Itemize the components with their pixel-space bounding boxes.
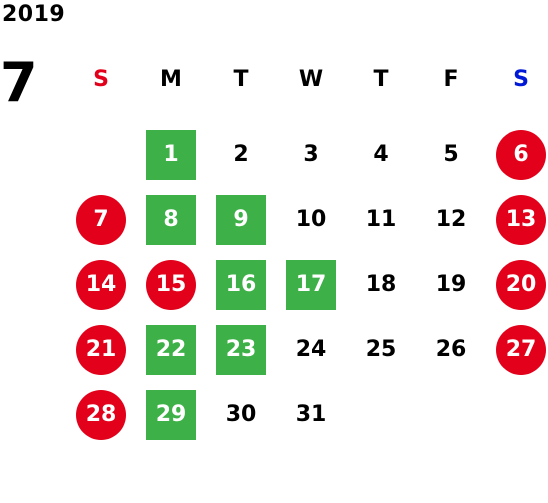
day-number: 21 — [76, 324, 126, 375]
weekday-header-row: S M T W T F S — [66, 58, 548, 102]
day-number: 20 — [496, 259, 546, 310]
day-number: 13 — [496, 194, 546, 245]
day-number: 3 — [303, 142, 319, 167]
day-cell: 21 — [66, 317, 136, 382]
day-number: 12 — [435, 207, 467, 232]
day-cell: 15 — [136, 252, 206, 317]
weekday-sunday: S — [93, 67, 109, 92]
day-number: 7 — [76, 194, 126, 245]
weekday-tuesday: T — [233, 67, 249, 92]
day-number: 23 — [216, 324, 266, 375]
day-number — [496, 390, 546, 440]
day-number: 11 — [365, 207, 397, 232]
day-number: 17 — [286, 259, 336, 310]
day-number: 27 — [496, 324, 546, 375]
day-cell: 1 — [136, 122, 206, 187]
weekday-friday: F — [443, 67, 459, 92]
day-number: 28 — [76, 389, 126, 440]
day-cell: 4 — [346, 122, 416, 187]
day-cell: 18 — [346, 252, 416, 317]
day-number — [426, 390, 476, 440]
calendar-week: 1 2 3 4 5 6 — [66, 122, 548, 187]
calendar-week: 7 8 9 10 11 12 13 — [66, 187, 548, 252]
day-cell: 28 — [66, 382, 136, 447]
day-number — [356, 390, 406, 440]
weekday-saturday: S — [513, 67, 529, 92]
day-cell: 10 — [276, 187, 346, 252]
day-number: 18 — [365, 272, 397, 297]
day-number — [76, 130, 126, 180]
day-number: 4 — [373, 142, 389, 167]
day-number: 19 — [435, 272, 467, 297]
day-number: 22 — [146, 324, 196, 375]
day-cell: 24 — [276, 317, 346, 382]
day-number: 10 — [295, 207, 327, 232]
day-cell: 14 — [66, 252, 136, 317]
day-cell: 22 — [136, 317, 206, 382]
day-cell: 8 — [136, 187, 206, 252]
day-cell — [416, 382, 486, 447]
day-number: 2 — [233, 142, 249, 167]
day-cell: 12 — [416, 187, 486, 252]
calendar-week: 14 15 16 17 18 19 20 — [66, 252, 548, 317]
day-number: 26 — [435, 337, 467, 362]
day-number: 5 — [443, 142, 459, 167]
day-cell: 27 — [486, 317, 548, 382]
day-cell: 23 — [206, 317, 276, 382]
calendar-month: 7 — [0, 51, 38, 114]
calendar-year: 2019 — [2, 2, 66, 27]
day-number: 14 — [76, 259, 126, 310]
day-cell: 3 — [276, 122, 346, 187]
day-cell: 26 — [416, 317, 486, 382]
day-cell: 20 — [486, 252, 548, 317]
day-number: 24 — [295, 337, 327, 362]
day-cell: 6 — [486, 122, 548, 187]
day-cell: 30 — [206, 382, 276, 447]
day-number: 6 — [496, 129, 546, 180]
weekday-thursday: T — [373, 67, 389, 92]
day-number: 25 — [365, 337, 397, 362]
day-number: 30 — [225, 402, 257, 427]
day-number: 1 — [146, 129, 196, 180]
calendar-week: 21 22 23 24 25 26 27 — [66, 317, 548, 382]
calendar-week: 28 29 30 31 — [66, 382, 548, 447]
calendar-grid: S M T W T F S 1 2 3 4 5 6 7 8 9 10 11 12… — [66, 58, 548, 447]
day-cell: 29 — [136, 382, 206, 447]
day-cell: 31 — [276, 382, 346, 447]
day-cell: 11 — [346, 187, 416, 252]
day-cell — [486, 382, 548, 447]
day-cell: 9 — [206, 187, 276, 252]
day-number: 8 — [146, 194, 196, 245]
day-cell: 25 — [346, 317, 416, 382]
day-number: 31 — [295, 402, 327, 427]
day-number: 9 — [216, 194, 266, 245]
day-cell: 2 — [206, 122, 276, 187]
day-cell: 13 — [486, 187, 548, 252]
weekday-wednesday: W — [298, 67, 324, 92]
day-number: 15 — [146, 259, 196, 310]
day-cell — [346, 382, 416, 447]
day-cell: 19 — [416, 252, 486, 317]
weekday-monday: M — [160, 67, 182, 92]
day-cell: 5 — [416, 122, 486, 187]
day-number: 16 — [216, 259, 266, 310]
day-cell: 16 — [206, 252, 276, 317]
day-cell — [66, 122, 136, 187]
day-cell: 17 — [276, 252, 346, 317]
day-cell: 7 — [66, 187, 136, 252]
day-number: 29 — [146, 389, 196, 440]
